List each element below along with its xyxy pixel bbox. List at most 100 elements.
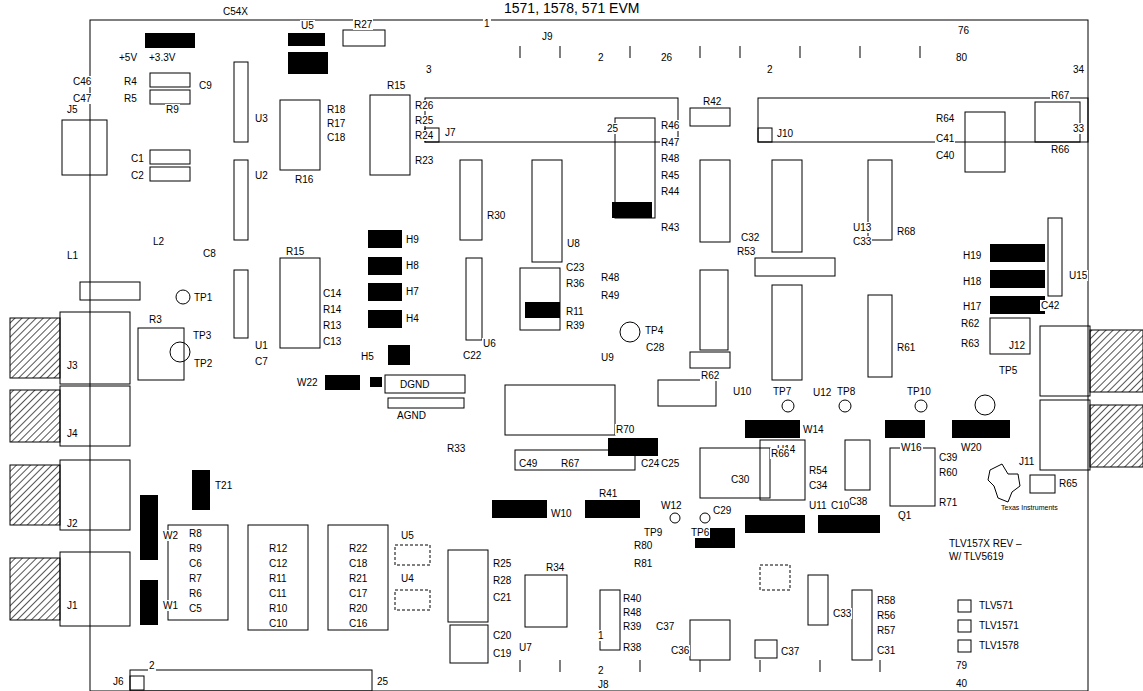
part-designator: R25 [414,115,434,126]
part-designator: AGND [396,410,427,421]
part-designator: H5 [360,351,375,362]
part-designator: R4 [123,76,138,87]
part-designator: C10 [830,500,850,511]
part-designator: R9 [165,104,180,115]
part-designator: R62 [700,370,720,381]
part-designator: 1 [597,630,605,641]
part-designator: C49 [518,458,538,469]
part-designator: TP3 [192,330,212,341]
part-designator: R42 [702,96,722,107]
part-designator: C28 [645,342,665,353]
part-designator: R10 [268,603,288,614]
part-designator: C33 [832,608,852,619]
part-designator: H18 [962,276,982,287]
part-designator: 25 [376,676,389,687]
part-designator: R45 [660,170,680,181]
part-designator: R11 [268,573,288,584]
part-designator: J1 [66,600,79,611]
part-designator: TP6 [690,527,710,538]
part-designator: C25 [660,458,680,469]
part-designator: R8 [188,528,203,539]
part-designator: U10 [732,386,752,397]
part-designator: U9 [600,352,615,363]
part-designator: C7 [254,356,269,367]
part-designator: C34 [808,480,828,491]
part-designator: R48 [622,607,642,618]
part-designator: C18 [326,132,346,143]
part-designator: 2 [148,660,156,671]
part-designator: U12 [812,387,832,398]
part-designator: C40 [935,150,955,161]
part-designator: C12 [268,558,288,569]
part-designator: C42 [1040,300,1060,311]
part-designator: H17 [962,301,982,312]
part-designator: C19 [492,648,512,659]
part-designator: J7 [444,127,457,138]
part-designator: TP7 [772,386,792,397]
part-designator: J12 [1008,340,1026,351]
part-designator: R58 [876,595,896,606]
part-designator: R63 [960,338,980,349]
part-designator: U5 [400,530,415,541]
part-designator: TP9 [643,527,663,538]
part-designator: W22 [296,377,319,388]
part-designator: J8 [597,679,610,690]
part-designator: L2 [152,236,165,247]
part-designator: TP5 [998,365,1018,376]
part-designator: R48 [600,272,620,283]
part-designator: H4 [405,313,420,324]
part-designator: J3 [66,360,79,371]
part-designator: W/ TLV5619 [948,551,1005,562]
part-designator: W1 [162,600,179,611]
part-designator: R62 [960,318,980,329]
part-designator: 2 [597,665,605,676]
part-designator: C32 [740,232,760,243]
part-designator: C47 [72,93,92,104]
part-designator: J10 [776,128,794,139]
part-designator: C11 [268,588,288,599]
part-designator: C46 [72,76,92,87]
part-designator: J6 [112,676,125,687]
part-designator: U2 [254,170,269,181]
part-designator: C1 [130,153,145,164]
part-designator: W12 [660,500,683,511]
part-designator: TP10 [906,386,932,397]
part-designator: T21 [214,480,233,491]
part-designator: R64 [935,113,955,124]
part-designator: R44 [660,186,680,197]
part-designator: R53 [736,246,756,257]
part-designator: H9 [405,234,420,245]
part-designator: J9 [541,31,554,42]
part-designator: C38 [848,496,868,507]
part-designator: Q1 [897,510,912,521]
part-designator: U6 [482,338,497,349]
part-designator: W2 [162,530,179,541]
part-designator: DGND [399,379,430,390]
part-designator: C23 [565,262,585,273]
part-designator: C9 [198,80,213,91]
part-designator: 76 [957,25,970,36]
part-designator: R39 [565,320,585,331]
part-designator: R40 [622,593,642,604]
part-designator: C20 [492,630,512,641]
part-designator: R30 [486,210,506,221]
part-designator: 80 [955,52,968,63]
part-designator: TLV571 [978,600,1014,611]
part-designator: H8 [405,260,420,271]
part-designator: U1 [254,340,269,351]
part-designator: R9 [188,543,203,554]
part-designator: U13 [852,222,872,233]
part-designator: C6 [188,558,203,569]
part-designator: R23 [414,155,434,166]
part-designator: 2 [766,64,774,75]
part-designator: R66 [770,448,790,459]
part-designator: +3.3V [148,52,176,63]
part-designator: R33 [446,443,466,454]
part-designator: R46 [660,120,680,131]
part-designator: C5 [188,603,203,614]
part-designator: R20 [348,603,368,614]
part-designator: C54X [222,6,249,17]
part-designator: C21 [492,592,512,603]
part-designator: R12 [268,543,288,554]
part-designator: H19 [962,250,982,261]
